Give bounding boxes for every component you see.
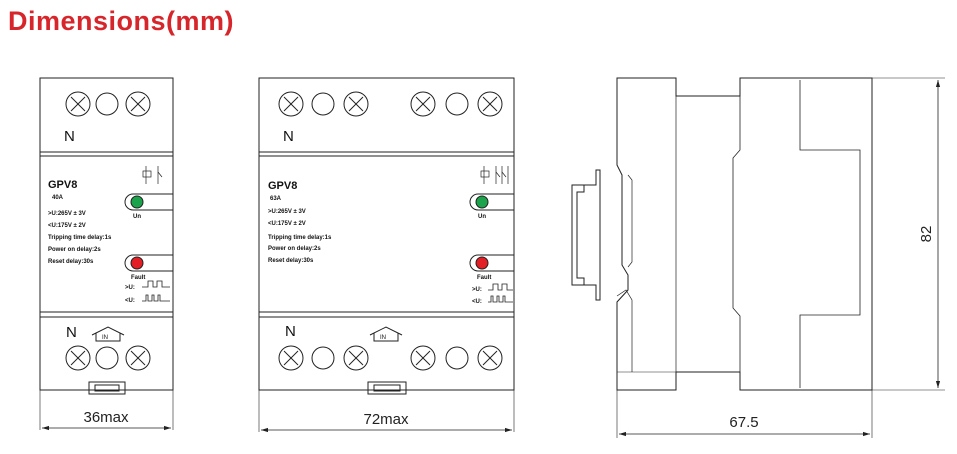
spec-line: >U:265V ± 3V (268, 209, 306, 215)
led-label-fault: Fault (477, 275, 491, 281)
terminal-screw-icon (125, 91, 151, 117)
bottom-terminal-label: N (285, 323, 296, 340)
overvoltage-wave-icon (142, 280, 170, 288)
bottom-terminal-label: N (66, 324, 77, 341)
led-label-fault: Fault (131, 275, 145, 281)
wave-label-under: <U: (125, 298, 135, 304)
terminal-screw-icon (65, 91, 91, 117)
model-label: GPV8 (48, 179, 77, 191)
fault-led-red (130, 256, 144, 270)
rating-label: 63A (270, 196, 282, 202)
model-label: GPV8 (268, 180, 297, 192)
wave-label-over: >U: (472, 287, 482, 293)
terminal-screw-icon (65, 345, 91, 371)
spec-line: Tripping time delay:1s (268, 235, 332, 241)
in-arrow-icon (369, 326, 403, 342)
din-clip (88, 381, 126, 395)
terminal-hole-icon (311, 92, 335, 116)
module-large (258, 77, 515, 432)
spec-line: >U:265V ± 3V (48, 211, 86, 217)
din-rail-profile (571, 169, 601, 301)
fault-led-red (475, 256, 489, 270)
undervoltage-wave-icon (142, 294, 170, 302)
terminal-hole-icon (445, 346, 469, 370)
led-label-un: Un (133, 214, 141, 220)
terminal-screw-icon (410, 91, 436, 117)
module-small-body (39, 77, 174, 391)
top-terminal-label: N (283, 128, 294, 145)
led-label-un: Un (478, 214, 486, 220)
spec-line: <U:175V ± 2V (48, 223, 86, 229)
top-terminal-label: N (64, 128, 75, 145)
terminal-screw-icon (278, 345, 304, 371)
terminal-screw-icon (410, 345, 436, 371)
undervoltage-wave-icon (488, 295, 513, 303)
in-label: IN (380, 335, 386, 341)
terminal-hole-icon (445, 92, 469, 116)
depth-dimension-label: 67.5 (729, 414, 758, 431)
terminal-screw-icon (343, 345, 369, 371)
side-body-outline (616, 77, 873, 391)
terminal-hole-icon (95, 346, 119, 370)
spec-line: Tripping time delay:1s (48, 235, 112, 241)
terminal-hole-icon (95, 92, 119, 116)
overvoltage-wave-icon (488, 283, 513, 291)
terminal-screw-icon (278, 91, 304, 117)
terminal-screw-icon (343, 91, 369, 117)
in-label: IN (102, 335, 108, 341)
spec-line: <U:175V ± 2V (268, 221, 306, 227)
wiring-diagram-icon (480, 166, 509, 184)
terminal-hole-icon (311, 346, 335, 370)
wave-label-under: <U: (472, 299, 482, 305)
terminal-screw-icon (125, 345, 151, 371)
module-small (39, 77, 174, 430)
spec-line: Power on delay:2s (268, 246, 321, 252)
terminal-screw-icon (477, 91, 503, 117)
height-dimension-label: 82 (918, 226, 935, 243)
status-led-green (130, 195, 144, 209)
width-dimension-label: 36max (83, 409, 129, 426)
in-arrow-icon (91, 326, 125, 342)
page-title: Dimensions(mm) (8, 6, 235, 36)
wiring-diagram-icon (142, 166, 163, 184)
module-large-body (258, 77, 515, 391)
rating-label: 40A (52, 195, 64, 201)
terminal-screw-icon (477, 345, 503, 371)
side-view (571, 77, 945, 438)
din-clip (367, 381, 407, 395)
spec-line: Power on delay:2s (48, 247, 101, 253)
spec-line: Reset delay:30s (48, 259, 94, 265)
wave-label-over: >U: (125, 285, 135, 291)
status-led-green (475, 195, 489, 209)
width-dimension-label: 72max (363, 411, 409, 428)
spec-line: Reset delay:30s (268, 258, 314, 264)
